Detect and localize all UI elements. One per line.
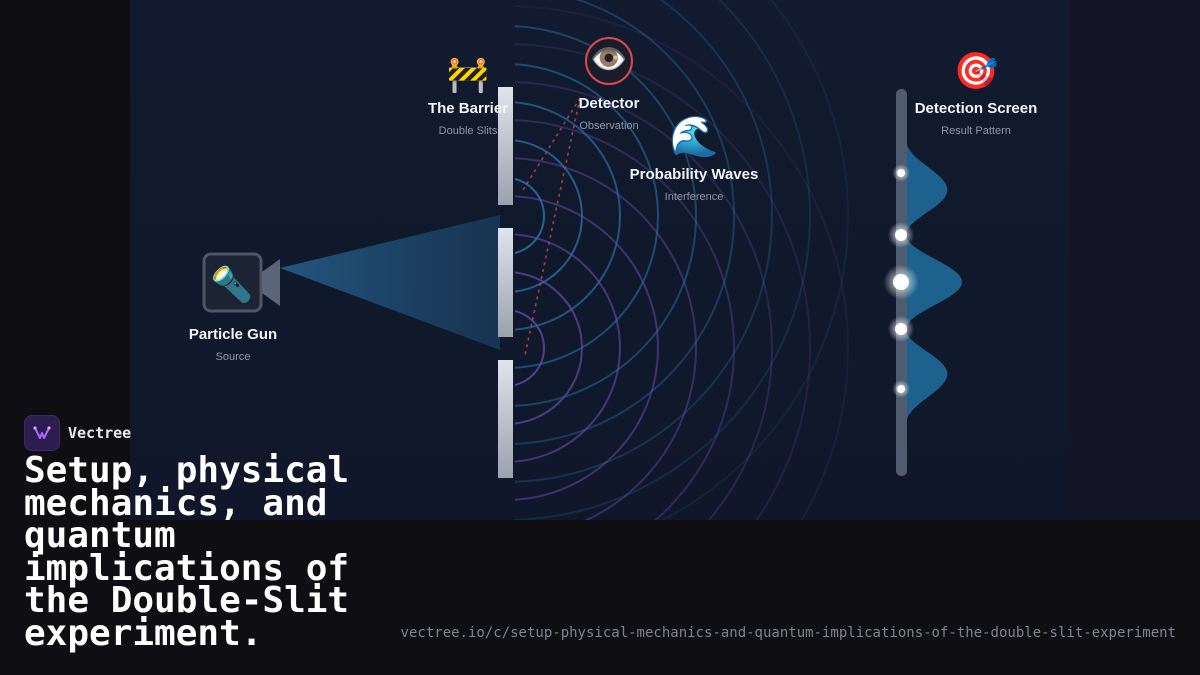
wavefront-ring [515,233,621,463]
wavefronts [515,0,849,520]
vectree-logo-icon [24,415,60,451]
wavefront-ring [515,157,697,520]
brand-name: Vectree [68,424,132,442]
hit-dot [897,169,905,177]
page-url[interactable]: vectree.io/c/setup-physical-mechanics-an… [400,625,1176,641]
hit-dot [895,323,907,335]
gun-body [202,252,280,313]
target-icon: 🎯 [953,51,999,92]
wavefront-ring [515,310,545,386]
waves-subtitle: Interference [664,191,724,203]
source-subtitle: Source [215,351,251,363]
construction-barrier-icon: 🚧 [446,55,490,95]
wavefront-ring [515,0,773,483]
flashlight-icon: 🔦 [210,265,254,305]
hit-dot [895,229,907,241]
interference-pattern [906,135,962,428]
wavefront-ring [515,5,849,520]
waves-label: Probability Waves Interference [630,166,759,203]
source-label: Particle Gun Source [189,326,277,363]
wave-icon: 🌊 [669,114,719,160]
detector-title: Detector [578,95,640,112]
screen-subtitle: Result Pattern [941,125,1011,137]
wavefront-ring [515,101,621,331]
screen-hits [883,164,919,398]
detector-subtitle: Observation [579,120,639,132]
page-title: Setup, physical mechanics, and quantum i… [24,450,350,654]
wavefront-ring [660,0,849,520]
wavefront-ring [515,271,583,425]
barrier-label: The Barrier Double Slits [428,100,508,137]
screen-label: Detection Screen Result Pattern [915,100,1038,137]
barrier-title: The Barrier [427,100,509,117]
wavefront-ring [515,0,735,445]
wavefront-ring [515,195,659,501]
detector-sightlines [522,97,581,356]
waves-title: Probability Waves [629,166,759,183]
wavefront-ring [515,178,545,254]
wavefront-ring [515,119,735,520]
detector-label: Detector Observation [579,95,640,132]
detector-ring [585,37,633,85]
hit-dot [897,385,905,393]
double-slit-barrier [498,87,513,478]
particle-beam [280,215,500,350]
eye-icon: 👁️ [590,42,628,77]
wavefront-ring [515,43,811,520]
brand: Vectree [24,415,131,451]
source-title: Particle Gun [188,326,278,343]
wavefront-ring [515,81,773,520]
wavefront-ring [515,63,659,369]
wavefront-ring [515,25,697,407]
screen-title: Detection Screen [914,100,1038,117]
barrier-subtitle: Double Slits [438,125,498,137]
hit-dot [893,274,909,290]
wavefront-ring [515,0,811,520]
